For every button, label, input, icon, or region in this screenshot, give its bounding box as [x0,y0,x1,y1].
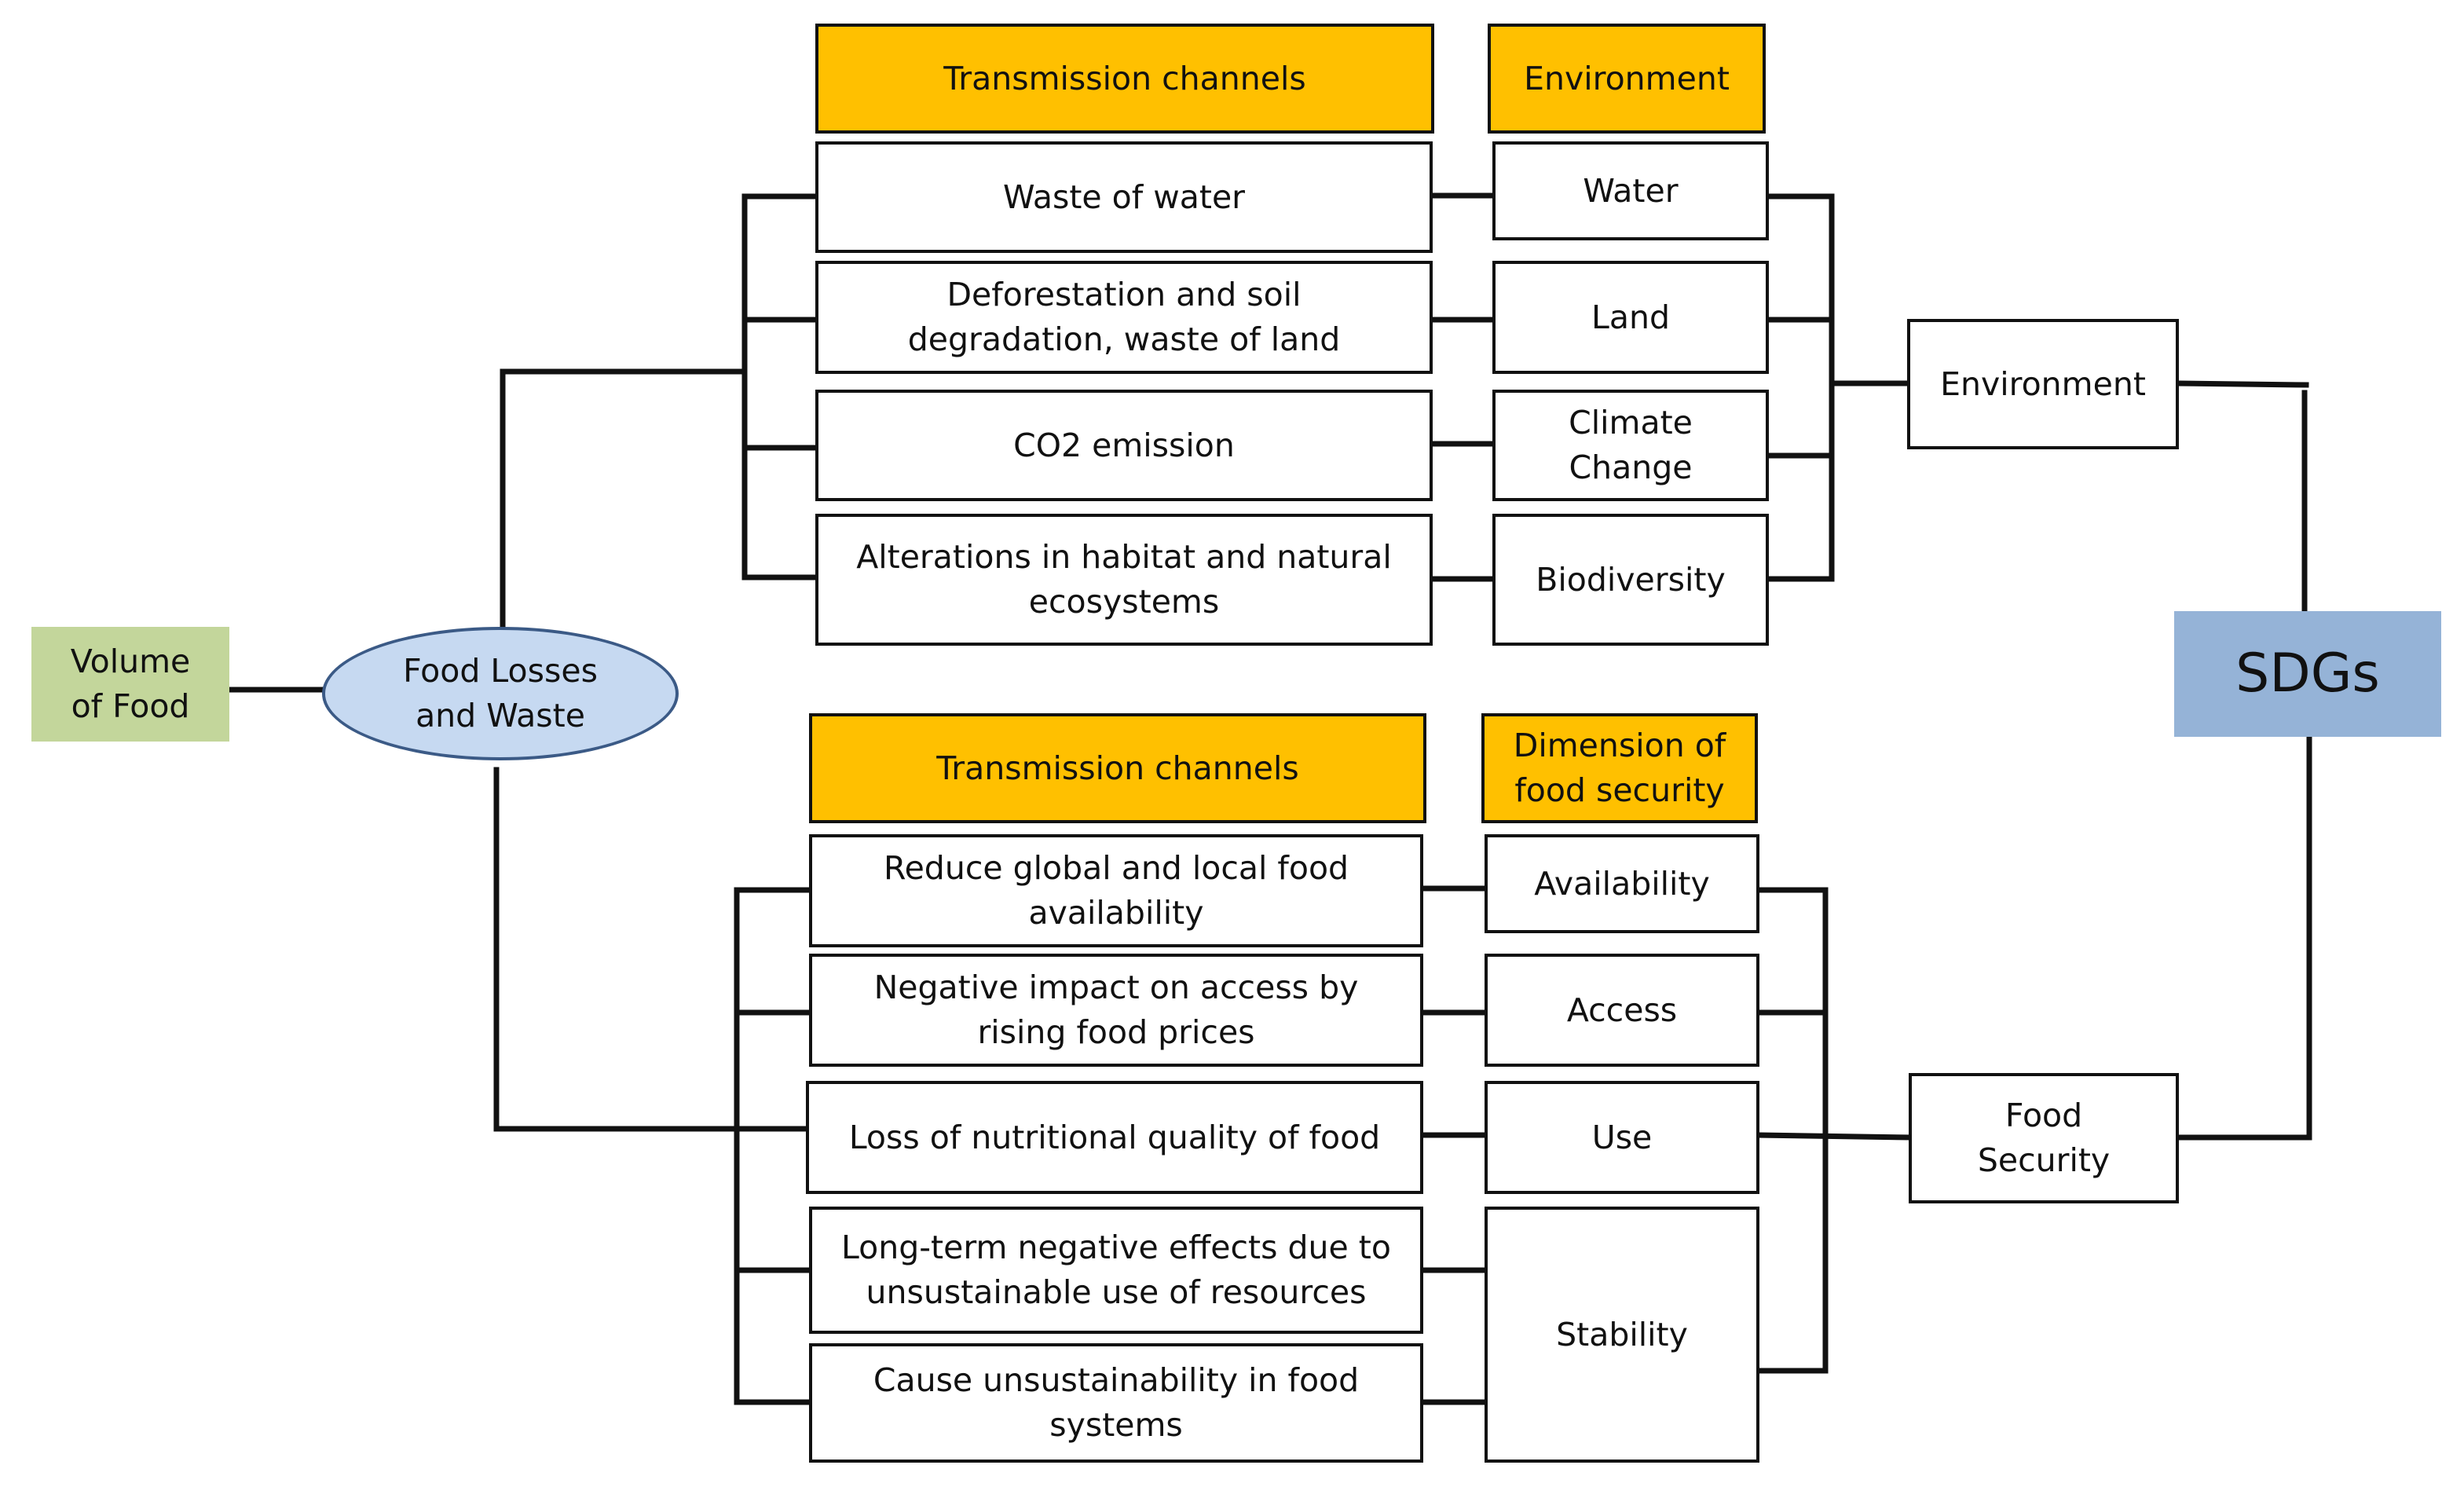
food-category-header: Dimension of food security [1481,713,1758,823]
food-losses-waste-ellipse: Food Losses and Waste [322,627,679,760]
env-channel-box: Deforestation and soil degradation, wast… [815,261,1433,374]
food-channel-box: Reduce global and local food availabilit… [809,834,1423,947]
food-category-access: Access [1485,954,1759,1067]
food-category-availability: Availability [1485,834,1759,933]
food-channel-box: Long-term negative effects due to unsust… [809,1207,1423,1334]
environment-summary-box: Environment [1907,319,2179,449]
env-channel-box: CO2 emission [815,390,1433,501]
food-category-stability: Stability [1485,1207,1759,1463]
env-transmission-header: Transmission channels [815,24,1434,134]
food-security-summary-box: Food Security [1909,1073,2179,1203]
env-channel-box: Alterations in habitat and natural ecosy… [815,514,1433,646]
food-transmission-header: Transmission channels [809,713,1426,823]
env-category-water: Water [1492,141,1769,240]
env-category-biodiversity: Biodiversity [1492,514,1769,646]
env-category-header: Environment [1488,24,1766,134]
volume-of-food-box: Volume of Food [31,627,229,742]
env-channel-box: Waste of water [815,141,1433,253]
food-channel-box: Loss of nutritional quality of food [806,1081,1423,1194]
sdgs-box: SDGs [2174,611,2441,737]
food-category-use: Use [1485,1081,1759,1194]
env-category-land: Land [1492,261,1769,374]
food-channel-box: Cause unsustainability in food systems [809,1343,1423,1463]
food-channel-box: Negative impact on access by rising food… [809,954,1423,1067]
env-category-climate: Climate Change [1492,390,1769,501]
